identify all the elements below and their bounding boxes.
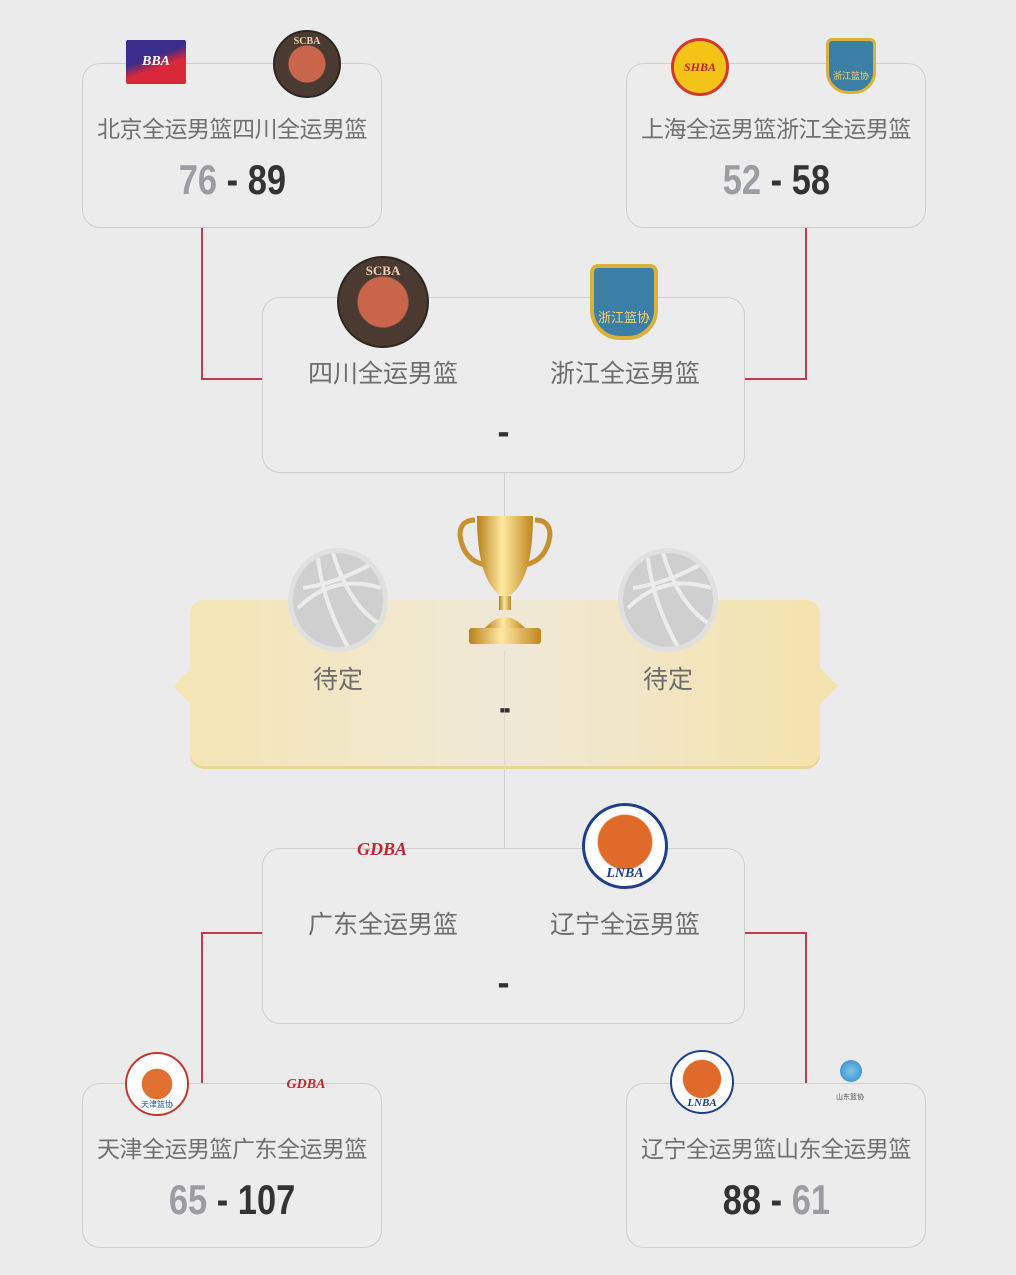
final-notch — [820, 668, 838, 704]
match-score: - — [497, 967, 510, 1002]
bracket-line — [201, 932, 263, 934]
team-name: 辽宁全运男篮 — [549, 910, 700, 939]
liaoning-logo-icon: LNBA — [582, 803, 668, 889]
match-card-qf3[interactable]: 天津全运男篮广东全运男篮 65 - 107 — [82, 1083, 382, 1248]
match-card-qf1[interactable]: 北京全运男篮四川全运男篮 76 - 89 — [82, 63, 382, 228]
team-name: 四川全运男篮 — [307, 359, 458, 388]
team-name: 待定 — [642, 665, 693, 694]
bracket-line — [745, 932, 807, 934]
trophy-icon — [457, 516, 553, 644]
bracket-line — [201, 228, 203, 379]
placeholder-ball-icon — [288, 548, 388, 652]
zhejiang-logo-icon: 浙江篮协 — [826, 38, 876, 94]
match-score: 76 - 89 — [178, 156, 286, 203]
bracket-line — [745, 378, 807, 380]
bracket-line — [201, 378, 263, 380]
match-teams: 北京全运男篮四川全运男篮 — [97, 117, 368, 143]
match-score: 65 - 107 — [168, 1176, 296, 1223]
zhejiang-logo-icon: 浙江篮协 — [590, 264, 658, 340]
match-score: 52 - 58 — [722, 156, 830, 203]
match-teams: 上海全运男篮浙江全运男篮 — [641, 117, 912, 143]
team-name: 待定 — [312, 665, 363, 694]
placeholder-ball-icon — [618, 548, 718, 652]
match-card-qf2[interactable]: 上海全运男篮浙江全运男篮 52 - 58 — [626, 63, 926, 228]
center-line — [504, 650, 505, 766]
final-notch — [173, 668, 191, 704]
match-card-sf2[interactable]: 广东全运男篮 辽宁全运男篮 - — [262, 848, 745, 1024]
guangdong-logo-icon: GDBA — [356, 838, 407, 859]
sichuan-logo-icon: SCBA — [273, 30, 341, 98]
shandong-logo-icon: 山东篮协 — [818, 1060, 882, 1102]
tianjin-logo-icon: 天津篮协 — [125, 1052, 189, 1116]
match-score: 88 - 61 — [722, 1176, 830, 1223]
team-name: 浙江全运男篮 — [549, 359, 700, 388]
match-teams: 辽宁全运男篮山东全运男篮 — [641, 1137, 912, 1163]
team-name: 广东全运男篮 — [307, 910, 458, 939]
beijing-logo-icon: BBA — [126, 40, 186, 84]
liaoning-logo-icon: LNBA — [670, 1050, 734, 1114]
final-score: - — [190, 692, 820, 727]
match-card-qf4[interactable]: 辽宁全运男篮山东全运男篮 88 - 61 — [626, 1083, 926, 1248]
shanghai-logo-icon: SHBA — [671, 38, 729, 96]
match-card-sf1[interactable]: 四川全运男篮 浙江全运男篮 - — [262, 297, 745, 473]
bracket-line — [201, 932, 203, 1083]
sichuan-logo-icon: SCBA — [337, 256, 429, 348]
guangdong-logo-icon: GDBA — [286, 1077, 326, 1092]
match-score: - — [497, 416, 510, 451]
match-teams: 天津全运男篮广东全运男篮 — [97, 1137, 368, 1163]
bracket-line — [805, 932, 807, 1083]
bracket-line — [805, 228, 807, 379]
